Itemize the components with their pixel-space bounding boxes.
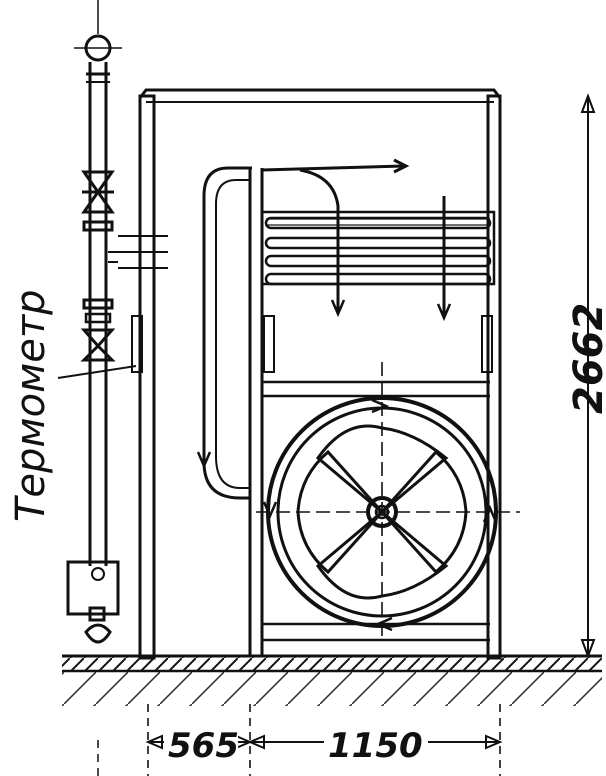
height-dimension: 2662 [566, 93, 606, 659]
heating-coil [260, 210, 496, 286]
width-left-value: 565 [168, 726, 239, 766]
fan [256, 362, 520, 640]
floor [62, 654, 602, 706]
width-right-value: 1150 [328, 726, 423, 766]
thermometer-label: Термометр [8, 289, 54, 522]
width-dimension: 565 1150 [145, 704, 503, 776]
air-duct [196, 158, 452, 500]
thermometer-label-group: Термометр [8, 289, 137, 522]
cabinet [118, 88, 502, 660]
height-value: 2662 [566, 303, 606, 414]
pipe-assembly [66, 0, 122, 776]
